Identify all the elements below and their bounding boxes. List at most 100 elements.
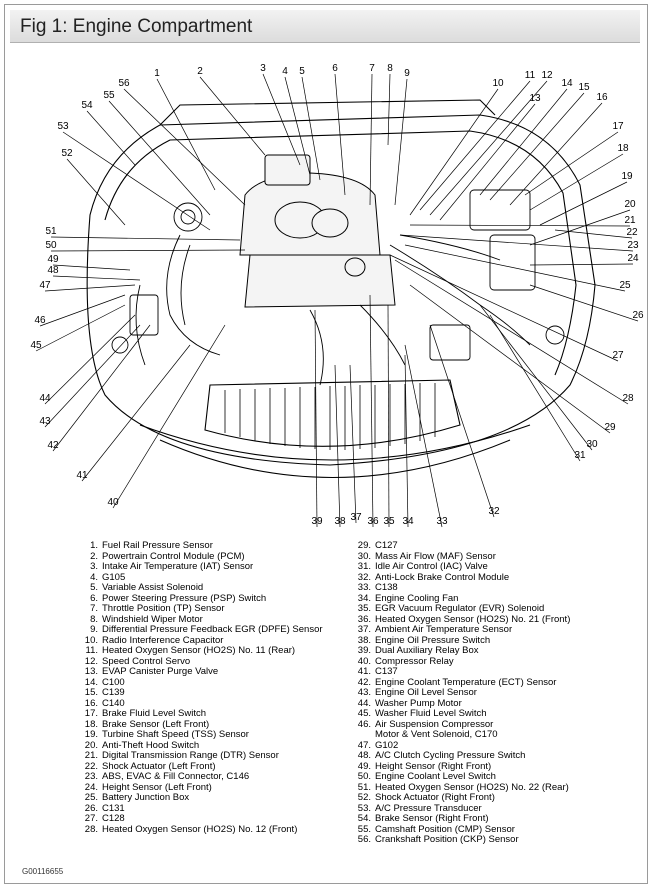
callout-leader-line <box>409 88 499 216</box>
callout-number: 41 <box>76 470 88 481</box>
legend-item-number: 22. <box>84 760 98 772</box>
callout-number: 22 <box>626 227 638 238</box>
legend-item: 31.Idle Air Control (IAC) Valve <box>355 561 635 573</box>
legend-item-label: Fuel Rail Pressure Sensor <box>102 540 213 551</box>
legend-item-number: 12. <box>84 655 98 667</box>
legend-item: 4.G105 <box>82 572 362 584</box>
legend-item-label: Idle Air Control (IAC) Valve <box>375 561 488 572</box>
legend-item-label: Crankshaft Position (CKP) Sensor <box>375 834 519 845</box>
callout-leader-line <box>44 324 141 428</box>
legend-item: 55. Camshaft Position (CMP) Sensor <box>355 823 635 836</box>
legend-item-number: 10. <box>84 634 98 646</box>
legend-item: 53.A/C Pressure Transducer <box>355 803 635 815</box>
legend-item-label: Digital Transmission Range (DTR) Sensor <box>102 750 279 761</box>
legend-item-number: 24. <box>84 781 98 793</box>
callout-number: 52 <box>61 148 73 159</box>
legend-item-label: Heated Oxygen Sensor (HO2S) No. 11 (Rear… <box>102 645 296 656</box>
callout-leader-line <box>529 263 634 266</box>
legend-item-number: 49. <box>357 760 371 772</box>
legend-item-number: 14. <box>84 676 98 688</box>
legend-item-label: Intake Air Temperature (IAT) Sensor <box>102 561 254 572</box>
legend-item-label: Brake Sensor (Left Front) <box>102 718 210 730</box>
engine-block <box>239 154 396 308</box>
legend-item-label: Ambient Air Temperature Sensor <box>375 624 513 635</box>
legend-item-label: Brake Fluid Level Switch <box>102 708 207 719</box>
callout-number: 26 <box>632 310 644 321</box>
legend-item: 22. Shock Actuator (Left Front) <box>82 760 362 773</box>
legend-item-number: 56. <box>357 834 371 845</box>
callout-leader-line <box>35 304 126 352</box>
legend-item: 13.EVAP Canister Purge Valve <box>82 666 362 678</box>
legend-item-label: Heated Oxygen Sensor (HO2S) No. 22 (Rear… <box>375 781 569 793</box>
legend-item-label: Brake Sensor (Right Front) <box>375 813 489 824</box>
legend-item-number: 13. <box>84 666 98 677</box>
callout-number: 38 <box>334 516 346 527</box>
legend-item-number: 27. <box>84 813 98 824</box>
legend-item-number: 50. <box>357 771 371 782</box>
callout-leader-line <box>39 294 126 327</box>
callout-leader-line <box>409 284 611 434</box>
callout-leader-line <box>387 304 390 528</box>
legend-item-label: Powertrain Control Module (PCM) <box>102 550 245 562</box>
callout-leader-line <box>314 309 318 528</box>
legend-item: 52.Shock Actuator (Right Front) <box>355 792 635 804</box>
callout-leader-line <box>524 131 619 196</box>
legend-item: 29.C127 <box>355 540 635 552</box>
legend-item-label: Washer Fluid Level Switch <box>375 708 487 719</box>
callout-number: 20 <box>624 199 636 210</box>
callout-number: 44 <box>39 393 51 404</box>
callout-number: 6 <box>332 63 338 74</box>
legend-item-label: C138 <box>375 582 398 593</box>
legend-item-label: Shock Actuator (Left Front) <box>102 760 216 772</box>
legend-item-label: Engine Coolant Temperature (ECT) Sensor <box>375 676 557 688</box>
legend-item-label: C128 <box>102 813 125 824</box>
callout-leader-line <box>404 354 409 528</box>
legend-item: 50.Engine Coolant Level Switch <box>355 771 635 783</box>
vehicle-body-outline <box>86 99 596 479</box>
legend-item-number: 51. <box>357 781 371 793</box>
legend-item: 44.Washer Pump Motor <box>355 698 635 710</box>
callout-leader-line <box>529 153 624 211</box>
callout-leader-line <box>262 73 301 166</box>
legend-item: 33.C138 <box>355 582 635 594</box>
callout-number: 55 <box>103 90 115 101</box>
callout-number: 36 <box>367 516 379 527</box>
callout-number: 13 <box>529 93 541 104</box>
callout-number: 51 <box>45 226 57 237</box>
callout-leader-line <box>429 324 495 518</box>
callout-leader-line <box>66 158 126 226</box>
legend-item-label: G102 <box>375 739 399 751</box>
legend-item-label: Mass Air Flow (MAF) Sensor <box>375 550 496 562</box>
engine-hoses-and-wiring <box>111 189 565 386</box>
legend-item: 45.Washer Fluid Level Switch <box>355 708 635 720</box>
callout-leader-line <box>349 364 357 524</box>
legend-item-number: 17. <box>84 708 98 719</box>
legend-item-label: Compressor Relay <box>375 655 454 667</box>
legend-item: 20.Anti-Theft Hood Switch <box>82 740 362 752</box>
callout-leader-line <box>199 76 266 156</box>
callout-leader-line <box>334 73 346 196</box>
legend-item: 5.Variable Assist Solenoid <box>82 582 362 594</box>
callout-number: 7 <box>369 63 375 74</box>
callout-number: 42 <box>47 440 59 451</box>
legend-item-number: 47. <box>357 739 371 751</box>
legend-item-label: Camshaft Position (CMP) Sensor <box>375 823 515 835</box>
legend-item-label: Turbine Shaft Speed (TSS) Sensor <box>102 729 249 740</box>
callout-leader-line <box>334 364 341 528</box>
legend-item: 24.Height Sensor (Left Front) <box>82 781 362 794</box>
callout-number: 16 <box>596 92 608 103</box>
legend-item: 32.Anti-Lock Brake Control Module <box>355 572 635 584</box>
callout-number: 49 <box>47 254 59 265</box>
legend-item-number: 9. <box>90 624 98 635</box>
callout-number: 24 <box>627 253 639 264</box>
legend-item-number: 55. <box>357 823 371 835</box>
callout-number: 32 <box>488 506 500 517</box>
legend-item: 35.EGR Vacuum Regulator (EVR) Solenoid <box>355 603 635 615</box>
callout-leader-line <box>394 78 408 206</box>
legend-item: 41.C137 <box>355 666 635 678</box>
legend-item-label: Heated Oxygen Sensor (HO2S) No. 21 (Fron… <box>375 613 571 625</box>
callout-leader-line <box>404 344 443 528</box>
legend-item-number: 18. <box>84 718 98 730</box>
